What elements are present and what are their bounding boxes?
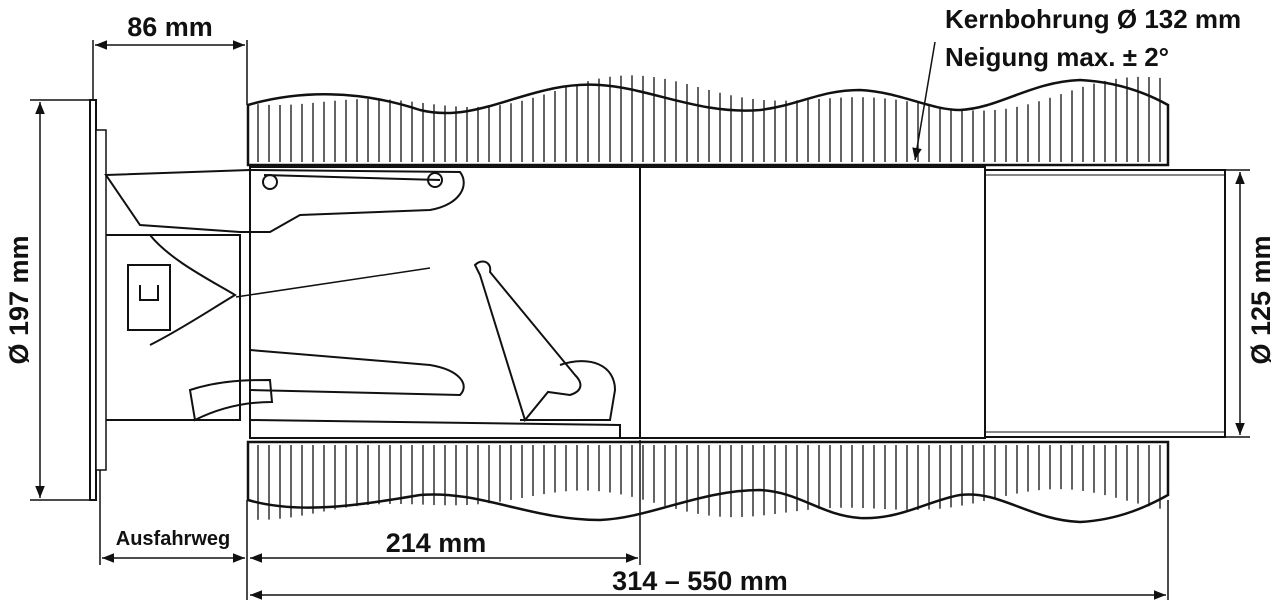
- sleeve-inner: [249, 166, 641, 439]
- sleeve-middle: [639, 166, 986, 439]
- label-tilt: Neigung max. ± 2°: [945, 42, 1169, 72]
- label-diameter-125: Ø 125 mm: [1246, 235, 1276, 364]
- cover-flange: [95, 129, 107, 471]
- label-depth-range: 314 – 550 mm: [612, 566, 788, 596]
- label-core-drill: Kernbohrung Ø 132 mm: [945, 4, 1241, 34]
- wall-section-top: [257, 75, 1161, 162]
- label-travel: Ausfahrweg: [116, 528, 230, 550]
- wall-bottom-outline: [246, 440, 1170, 524]
- label-diameter-197: Ø 197 mm: [4, 235, 34, 364]
- label-width-86: 86 mm: [127, 12, 213, 42]
- wall-top-outline: [246, 78, 1170, 167]
- dimensions: [30, 40, 1250, 600]
- label-depth-214: 214 mm: [386, 528, 487, 558]
- pipe-125: [984, 169, 1226, 438]
- wall-section-bottom: [257, 445, 1161, 520]
- valve-mechanism: [104, 168, 621, 438]
- wall-plate: [89, 99, 97, 501]
